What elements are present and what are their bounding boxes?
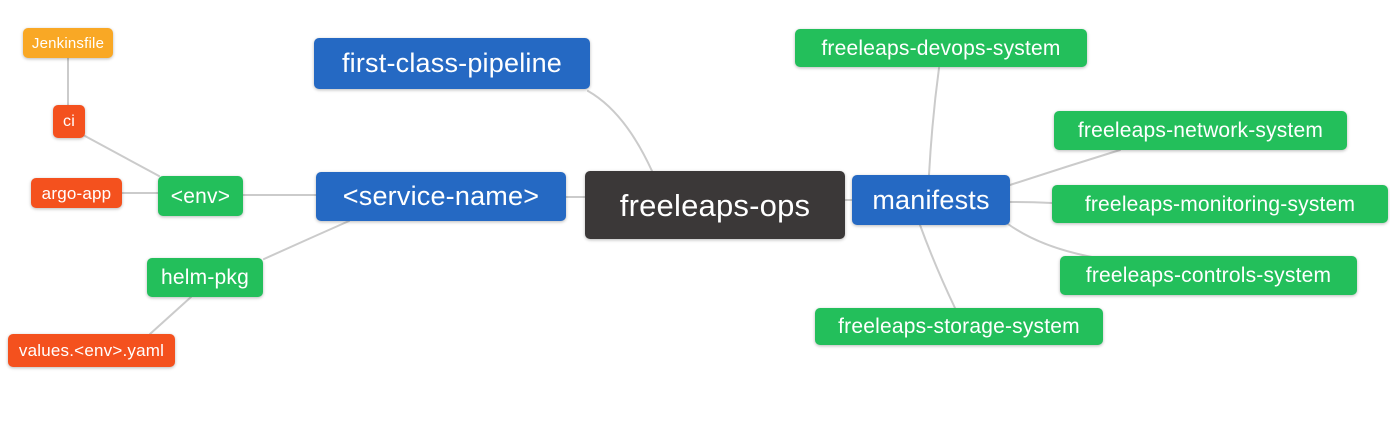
node-label: Jenkinsfile — [31, 34, 105, 52]
node-freeleaps-storage-system[interactable]: freeleaps-storage-system — [815, 308, 1103, 345]
node-label: <service-name> — [342, 181, 540, 211]
node-label: <env> — [170, 184, 231, 208]
node-label: values.<env>.yaml — [18, 341, 165, 360]
node-label: manifests — [872, 184, 990, 215]
node-first-class-pipeline[interactable]: first-class-pipeline — [314, 38, 590, 89]
node-ci[interactable]: ci — [53, 105, 85, 138]
edge-ci-env — [84, 135, 160, 177]
node-helm-pkg[interactable]: helm-pkg — [147, 258, 263, 297]
edge-manifests-freeleaps-storage-system — [919, 224, 956, 309]
node-argo-app[interactable]: argo-app — [31, 178, 122, 208]
edge-values-env-yaml-helm-pkg — [149, 296, 192, 335]
node-service-name[interactable]: <service-name> — [316, 172, 566, 221]
node-manifests[interactable]: manifests — [852, 175, 1010, 225]
edge-manifests-freeleaps-monitoring-system — [1009, 201, 1053, 204]
node-freeleaps-network-system[interactable]: freeleaps-network-system — [1054, 111, 1347, 150]
node-jenkinsfile[interactable]: Jenkinsfile — [23, 28, 113, 58]
node-label: freeleaps-monitoring-system — [1084, 192, 1356, 216]
node-freeleaps-devops-system[interactable]: freeleaps-devops-system — [795, 29, 1087, 67]
edge-first-class-pipeline-freeleaps-ops — [587, 90, 653, 172]
edge-helm-pkg-service-name — [263, 220, 350, 260]
node-label: freeleaps-storage-system — [838, 315, 1080, 338]
node-label: helm-pkg — [161, 266, 249, 289]
node-label: argo-app — [41, 183, 112, 203]
edge-freeleaps-devops-system-manifests — [928, 67, 940, 176]
node-values-env-yaml[interactable]: values.<env>.yaml — [8, 334, 175, 367]
node-freeleaps-controls-system[interactable]: freeleaps-controls-system — [1060, 256, 1357, 295]
edge-manifests-freeleaps-network-system — [1009, 149, 1121, 186]
edge-manifests-freeleaps-controls-system — [1007, 223, 1093, 258]
node-label: freeleaps-controls-system — [1085, 264, 1332, 287]
node-freeleaps-ops[interactable]: freeleaps-ops — [585, 171, 845, 239]
node-label: first-class-pipeline — [341, 48, 563, 78]
node-label: freeleaps-ops — [619, 187, 811, 223]
node-freeleaps-monitoring-system[interactable]: freeleaps-monitoring-system — [1052, 185, 1388, 223]
node-env[interactable]: <env> — [158, 176, 243, 216]
node-label: freeleaps-network-system — [1077, 119, 1324, 142]
node-label: freeleaps-devops-system — [821, 36, 1061, 60]
node-label: ci — [63, 112, 75, 130]
